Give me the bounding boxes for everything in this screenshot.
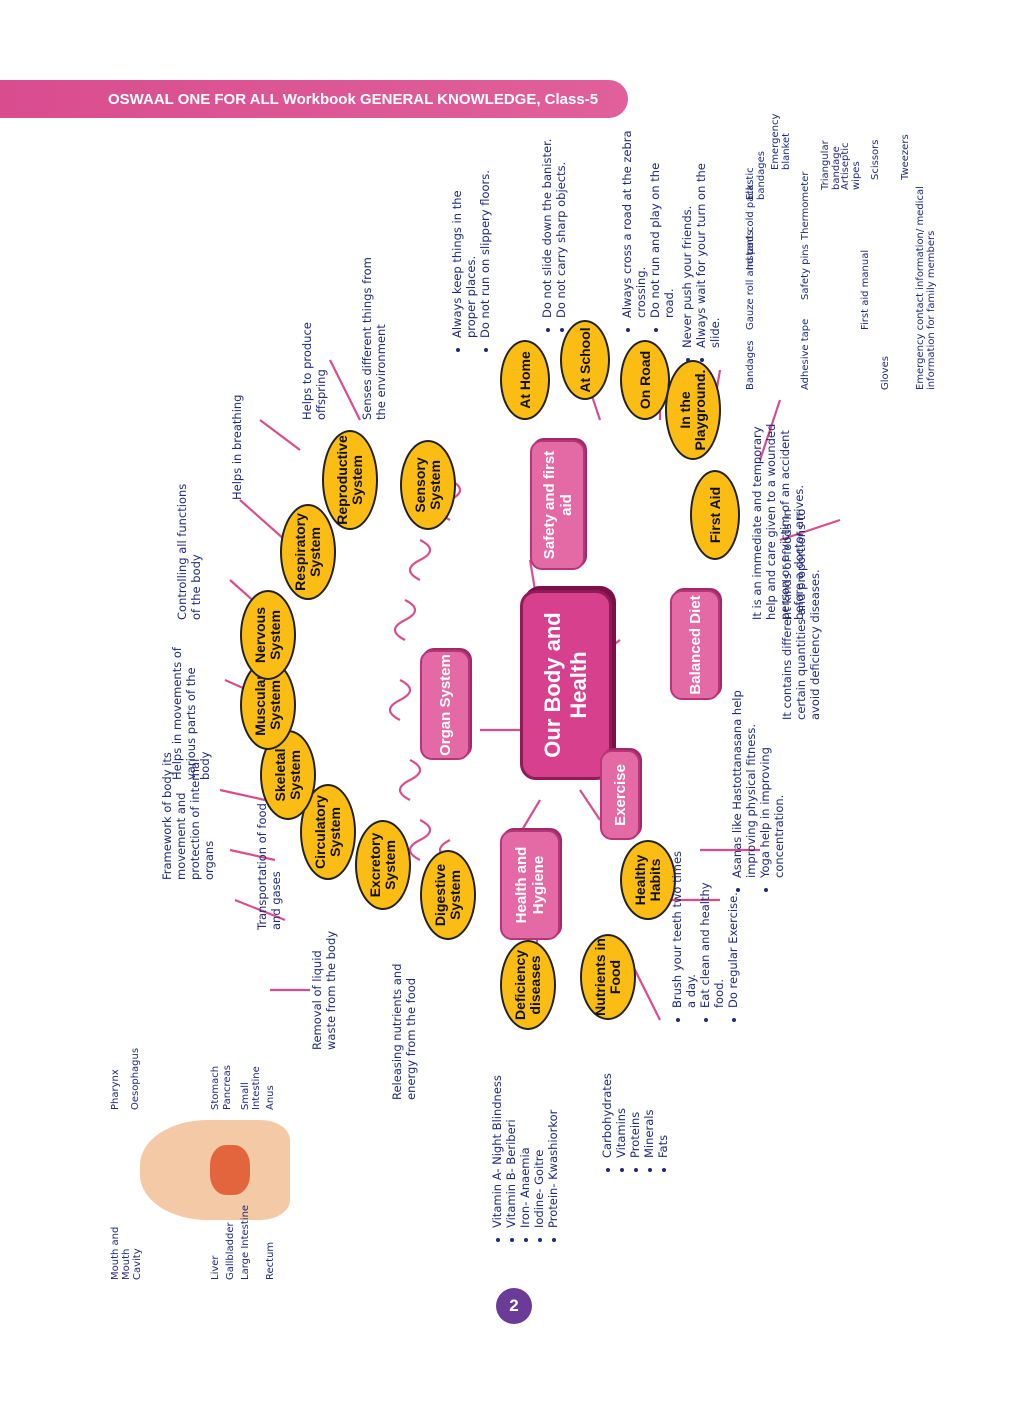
exercise-list: Asanas like Hastottanasana help improvin… — [730, 670, 786, 890]
system-excretory: Excretory System — [355, 820, 411, 910]
note-nervous: Controlling all functions of the body — [175, 483, 203, 620]
note-sensory: Senses different things from the environ… — [360, 257, 388, 420]
system-reproductive: Reproductive System — [322, 430, 378, 530]
system-sensory: Sensory System — [400, 440, 456, 530]
hygiene-deficiency: Deficiency diseases — [500, 940, 556, 1030]
hygiene-nutrients: Nutrients in Food — [580, 934, 636, 1020]
dig-label-oesophagus: Oesophagus — [130, 1047, 141, 1110]
header-title: OSWAAL ONE FOR ALL Workbook GENERAL KNOW… — [108, 90, 599, 108]
school-list: Do not slide down the banister.Do not ca… — [540, 130, 568, 330]
system-nervous: Nervous System — [240, 590, 296, 680]
dig-label-anus: Anus — [265, 1085, 276, 1110]
home-list: Always keep things in the proper places.… — [450, 160, 492, 350]
mind-map: Our Body and Health Organ System Health … — [60, 114, 960, 1320]
branch-exercise: Exercise — [600, 750, 640, 840]
dig-label-small-intestine: Small Intestine — [240, 1066, 262, 1110]
dig-label-large-intestine: Large Intestine — [240, 1204, 251, 1280]
first-aid-kit: Bandages Gauze roll and pads Instant col… — [740, 114, 950, 390]
squiggle-3 — [398, 759, 422, 801]
center-node: Our Body and Health — [520, 590, 612, 780]
squiggle-6 — [408, 539, 432, 581]
fa-label-8: Triangular bandage — [820, 140, 842, 190]
safety-playground: In the Playground. — [665, 360, 721, 460]
stomach-illustration — [210, 1145, 250, 1195]
dig-label-pancreas: Pancreas — [222, 1065, 233, 1110]
road-list: Always cross a road at the zebra crossin… — [620, 130, 676, 330]
branch-organ-system: Organ System — [420, 650, 470, 760]
squiggle-2 — [408, 819, 432, 861]
safety-home: At Home — [500, 340, 550, 420]
fa-label-9: Artiseptic wipes — [840, 142, 862, 190]
fa-label-13: Tweezers — [900, 134, 911, 180]
fa-label-12: First aid manual — [860, 249, 871, 330]
dig-label-rectum: Rectum — [265, 1241, 276, 1280]
branch-balanced-diet: Balanced Diet — [670, 590, 720, 700]
safety-first-aid: First Aid — [690, 470, 740, 560]
fa-label-10: Scissors — [870, 139, 881, 180]
deficiency-list: Vitamin A- Night BlindnessVitamin B- Ber… — [490, 1050, 560, 1240]
fa-label-5: Adhesive tape — [800, 318, 811, 390]
fa-label-14: Emergency contact information/ medical i… — [915, 186, 937, 390]
dig-label-gallbladder: Gallbladder — [225, 1222, 236, 1280]
note-excretory: Removal of liquid waste from the body — [310, 930, 338, 1050]
note-muscular: Helps in movements of various parts of t… — [170, 647, 212, 780]
link-exercise — [579, 789, 601, 821]
connector-lines — [219, 359, 841, 1021]
fa-label-7: Thermometer — [800, 171, 811, 240]
playground-list: Never push your friends.Always wait for … — [680, 160, 722, 360]
note-digestive: Releasing nutrients and energy from the … — [390, 963, 418, 1100]
digestive-diagram: Mouth and Mouth Cavity Liver Gallbladder… — [100, 1048, 340, 1280]
dig-label-mouth: Mouth and Mouth Cavity — [110, 1226, 143, 1280]
fa-label-0: Bandages — [745, 340, 756, 390]
squiggle-5 — [393, 599, 417, 641]
fa-label-3: Elastic bandages — [745, 151, 767, 200]
nutrients-list: CarbohydratesVitamins ProteinsMinerals F… — [600, 1050, 670, 1170]
safety-road: On Road — [620, 340, 670, 420]
page-number-badge: 2 — [496, 1288, 532, 1324]
note-circulatory: Transportation of food and gases — [255, 803, 283, 930]
fa-label-11: Gloves — [880, 356, 891, 390]
branch-health-hygiene: Health and Hygiene — [500, 830, 560, 940]
page-header: OSWAAL ONE FOR ALL Workbook GENERAL KNOW… — [0, 80, 628, 118]
first-aid-note: It is an immediate and temporary help an… — [750, 423, 806, 620]
hygiene-habits: Healthy Habits — [620, 840, 676, 920]
dig-label-liver: Liver — [210, 1255, 221, 1280]
dig-label-pharynx: Pharynx — [110, 1069, 121, 1110]
squiggle-4 — [388, 679, 412, 721]
note-reproductive: Helps to produce offspring — [300, 322, 328, 420]
branch-safety: Safety and first aid — [530, 440, 585, 570]
dig-label-stomach: Stomach — [210, 1065, 221, 1110]
system-digestive: Digestive System — [420, 850, 476, 940]
fa-label-4: Emergency blanket — [770, 113, 792, 170]
fa-label-6: Safety pins — [800, 244, 811, 300]
system-respiratory: Respiratory System — [280, 504, 336, 600]
note-respiratory: Helps in breathing — [230, 394, 244, 500]
